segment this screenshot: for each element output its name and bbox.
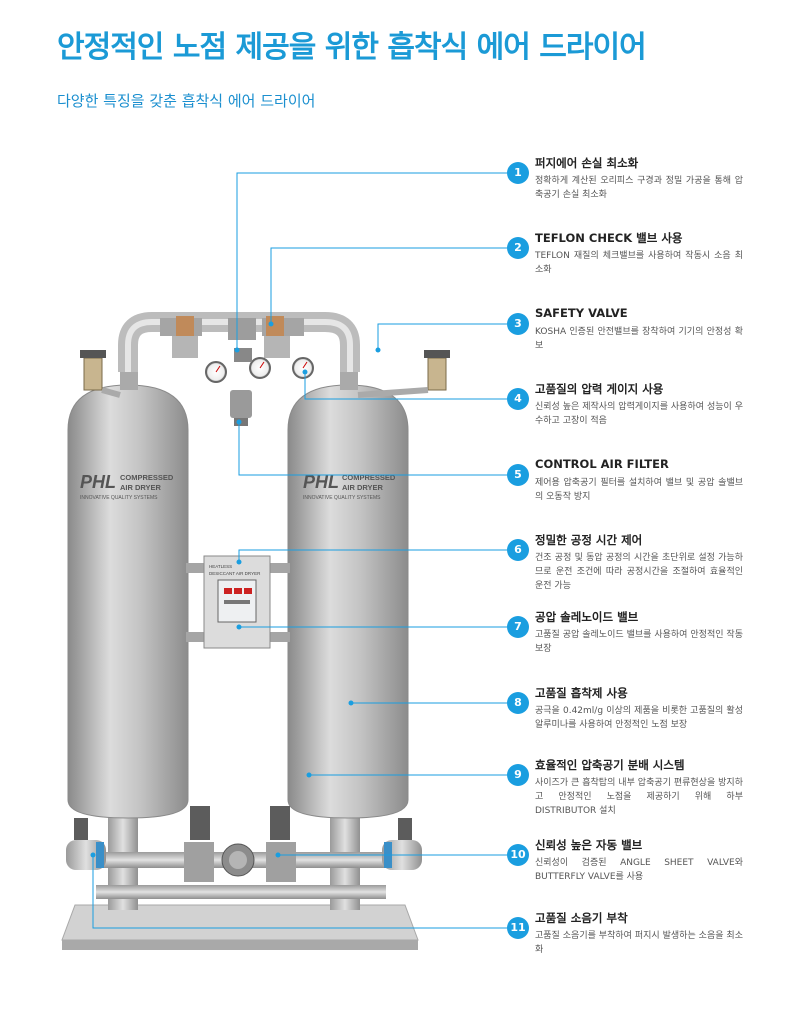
right-tank-tagline: INNOVATIVE QUALITY SYSTEMS: [303, 495, 381, 501]
feature-title: CONTROL AIR FILTER: [535, 457, 669, 471]
left-tank: [67, 368, 189, 819]
feature-title: TEFLON CHECK 밸브 사용: [535, 231, 683, 245]
feature-description: 고품질 공압 솔레노이드 밸브를 사용하여 안정적인 작동 보장: [535, 630, 743, 654]
feature-number: 10: [507, 844, 529, 866]
right-tank-brand: PHL: [303, 472, 339, 492]
callout-line-3: [377, 323, 507, 350]
feature-title: 효율적인 압축공기 분배 시스템: [535, 758, 685, 772]
panel-line2: DESICCANT AIR DRYER: [209, 571, 261, 576]
feature-description: 제어용 압축공기 필터를 설치하여 밸브 및 공압 솔밸브의 오동작 방지: [535, 478, 743, 502]
left-tank-line2: AIR DRYER: [120, 483, 162, 492]
callout-line-2: [270, 247, 507, 322]
callout-lines: [92, 172, 507, 929]
feature-number: 11: [507, 917, 529, 939]
feature-number: 3: [507, 313, 529, 335]
feature-title: 정밀한 공정 시간 제어: [535, 533, 643, 547]
left-tank-tagline: INNOVATIVE QUALITY SYSTEMS: [80, 495, 158, 501]
feature-description: 건조 공정 및 동압 공정의 시간을 초단위로 설정 가능하므로 운전 조건에 …: [535, 553, 743, 591]
callout-line-11: [92, 855, 507, 929]
feature-title: 공압 솔레노이드 밸브: [535, 610, 639, 624]
safety-valves: [80, 350, 450, 398]
feature-description: 공극을 0.42ml/g 이상의 제품을 비롯한 고품질의 활성 알루미나를 사…: [535, 706, 743, 730]
feature-title: 고품질 소음기 부착: [535, 911, 628, 925]
left-tank-line1: COMPRESSED: [120, 473, 174, 482]
panel-line1: HEATLESS: [209, 564, 232, 569]
callout-dots: [90, 321, 381, 858]
feature-number: 7: [507, 616, 529, 638]
control-panel: HEATLESS DESICCANT AIR DRYER: [186, 555, 290, 649]
feature-description: 사이즈가 큰 흡착탑의 내부 압축공기 편류현상을 방지하고 안정적인 노점을 …: [535, 778, 743, 816]
left-tank-brand: PHL: [80, 472, 116, 492]
feature-description: 신뢰성이 검증된 ANGLE SHEET VALVE와 BUTTERFLY VA…: [535, 858, 743, 882]
feature-title: 퍼지에어 손실 최소화: [535, 156, 639, 170]
callout-line-1: [236, 172, 507, 348]
feature-description: 고품질 소음기를 부착하여 퍼지시 발생하는 소음을 최소화: [535, 931, 743, 955]
page-title: 안정적인 노점 제공을 위한 흡착식 에어 드라이어: [57, 30, 647, 65]
right-tank-line1: COMPRESSED: [342, 473, 396, 482]
feature-title: 고품질의 압력 게이지 사용: [535, 382, 664, 396]
feature-number: 2: [507, 237, 529, 259]
top-manifold: [118, 312, 360, 372]
callout-line-6: [238, 549, 507, 562]
feature-number: 1: [507, 162, 529, 184]
callout-line-5: [238, 422, 507, 476]
feature-number: 5: [507, 464, 529, 486]
feature-title: 신뢰성 높은 자동 밸브: [535, 838, 643, 852]
feature-title: SAFETY VALVE: [535, 306, 628, 320]
feature-description: 신뢰성 높은 제작사의 압력게이지를 사용하여 성능이 우수하고 고장이 적음: [535, 402, 743, 426]
feature-title: 고품질 흡착제 사용: [535, 686, 628, 700]
control-air-filter: [230, 348, 252, 426]
feature-description: TEFLON 재질의 체크밸브를 사용하여 작동시 소음 최소화: [535, 251, 743, 275]
pressure-gauges: [205, 357, 314, 383]
feature-number: 8: [507, 692, 529, 714]
right-tank: [287, 368, 409, 819]
feature-description: 정확하게 계산된 오리피스 구경과 정밀 가공을 통해 압축공기 손실 최소화: [535, 176, 743, 200]
feature-number: 9: [507, 764, 529, 786]
feature-number: 4: [507, 388, 529, 410]
feature-number: 6: [507, 539, 529, 561]
feature-description: KOSHA 인증된 안전밸브를 장착하여 기기의 안정성 확보: [535, 327, 743, 351]
right-tank-line2: AIR DRYER: [342, 483, 384, 492]
callout-line-4: [304, 372, 507, 400]
page-subtitle: 다양한 특징을 갖춘 흡착식 에어 드라이어: [57, 92, 316, 110]
